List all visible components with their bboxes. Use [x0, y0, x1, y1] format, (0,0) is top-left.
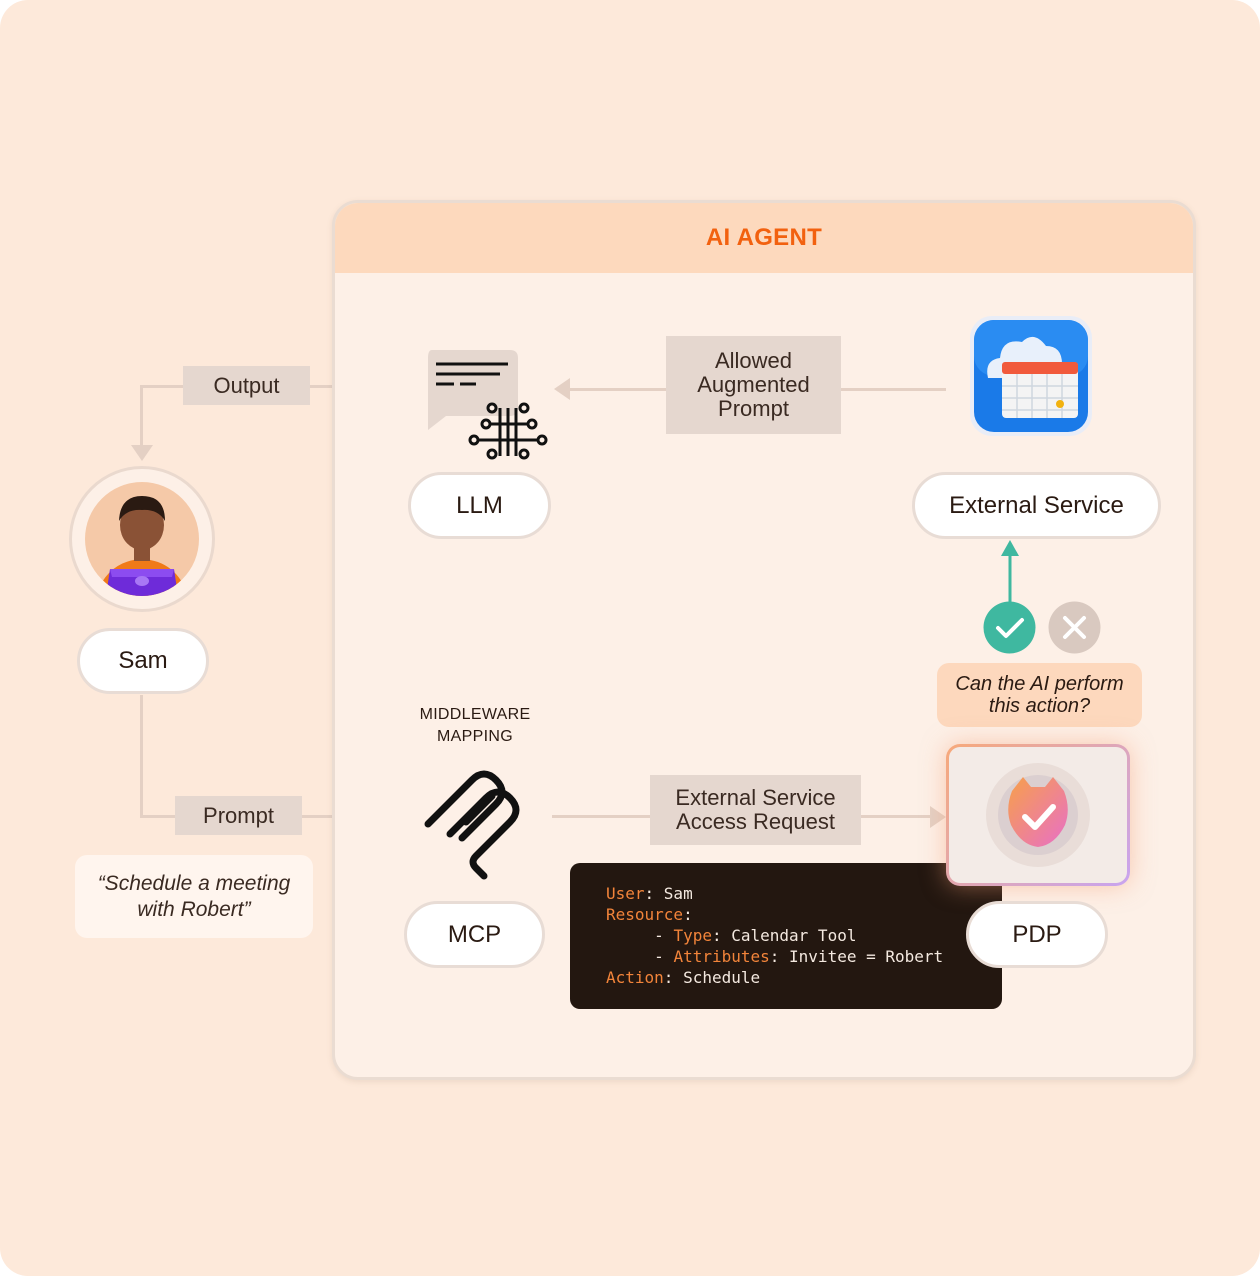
- mcp-label: MCP: [404, 901, 545, 968]
- authorization-question: Can the AI perform this action?: [937, 663, 1142, 727]
- prompt-connector-vertical: [140, 695, 143, 818]
- code-type-key: Type: [673, 926, 712, 945]
- ai-agent-title: AI AGENT: [335, 203, 1193, 273]
- arrow-right-icon: [930, 806, 946, 828]
- middleware-mapping-label: MIDDLEWARE MAPPING: [400, 704, 550, 748]
- quote-line-1: “Schedule a meeting: [97, 871, 291, 895]
- code-attributes-value: Invitee = Robert: [789, 947, 944, 966]
- code-action-key: Action: [606, 968, 664, 987]
- request-line-1: External Service: [675, 785, 836, 810]
- calendar-cloud-icon: [974, 320, 1088, 432]
- pdp-tile: [946, 744, 1130, 886]
- llm-label: LLM: [408, 472, 551, 539]
- allowed-line-1: Allowed: [714, 348, 793, 373]
- external-service-label: External Service: [912, 472, 1161, 539]
- access-request-code: User: Sam Resource: - Type: Calendar Too…: [570, 863, 1002, 1009]
- access-request-tag: External Service Access Request: [650, 775, 861, 845]
- arrow-up-icon: [1001, 540, 1019, 604]
- output-connector-vertical: [140, 385, 143, 447]
- pdp-label: PDP: [966, 901, 1108, 968]
- user-avatar: [69, 466, 215, 612]
- llm-chat-chip-icon: [428, 350, 548, 460]
- allowed-line-2: Augmented: [697, 372, 810, 397]
- output-tag: Output: [183, 366, 310, 405]
- code-type-value: Calendar Tool: [731, 926, 857, 945]
- pdp-shield-check-icon: [986, 763, 1090, 867]
- calendar-app-tile: [970, 316, 1092, 436]
- arrow-down-icon: [131, 445, 153, 461]
- prompt-tag: Prompt: [175, 796, 302, 835]
- code-user-key: User: [606, 884, 645, 903]
- code-attributes-key: Attributes: [673, 947, 770, 966]
- code-action-value: Schedule: [683, 968, 761, 987]
- code-resource-key: Resource: [606, 905, 684, 924]
- middleware-line-1: MIDDLEWARE: [419, 706, 531, 723]
- middleware-line-2: MAPPING: [437, 728, 513, 745]
- sam-label: Sam: [77, 628, 209, 694]
- allowed-line-3: Prompt: [718, 396, 789, 421]
- user-avatar-icon: [85, 482, 199, 596]
- pdp-tile-inner: [949, 747, 1127, 883]
- question-line-2: this action?: [988, 695, 1091, 717]
- code-user-value: Sam: [663, 884, 693, 903]
- question-line-1: Can the AI perform: [955, 673, 1124, 695]
- checkmark-icon: [983, 601, 1036, 654]
- quote-line-2: with Robert”: [137, 897, 251, 921]
- allowed-augmented-prompt-tag: Allowed Augmented Prompt: [666, 336, 841, 434]
- arrow-left-icon: [554, 378, 570, 400]
- request-line-2: Access Request: [676, 809, 835, 834]
- mcp-logo-icon: [424, 770, 520, 880]
- prompt-quote: “Schedule a meeting with Robert”: [75, 855, 313, 938]
- close-icon: [1048, 601, 1101, 654]
